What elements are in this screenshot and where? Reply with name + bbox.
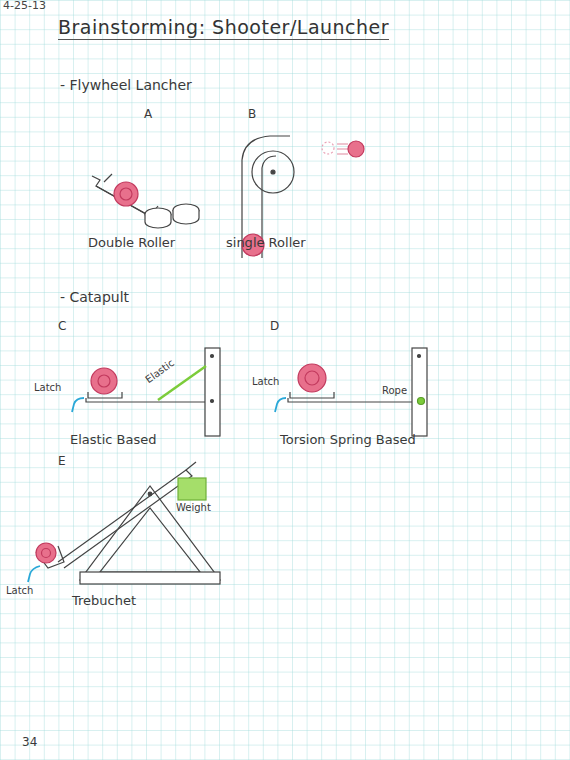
sketch-letter: B: [248, 108, 256, 122]
ball: [36, 543, 56, 563]
counterweight: [178, 478, 206, 500]
date: 4-25-13: [3, 0, 46, 13]
torsion-catapult-sketch: [275, 348, 427, 436]
throwing-arm: [58, 470, 192, 568]
roller: [173, 210, 199, 224]
pivot: [211, 355, 214, 358]
page-number: 34: [22, 736, 37, 750]
ball-trail: [322, 142, 334, 154]
part-label: Rope: [382, 385, 407, 397]
sketch-caption: Double Roller: [88, 236, 175, 251]
cup: [290, 392, 334, 398]
sketch-letter: A: [144, 108, 152, 122]
elastic-catapult-sketch: [72, 348, 220, 436]
ball: [114, 182, 138, 206]
ball-detail: [305, 371, 319, 385]
section-heading: - Flywheel Lancher: [60, 77, 192, 93]
double-roller-sketch: [92, 174, 199, 228]
part-label: Weight: [176, 502, 211, 514]
torsion-spring: [418, 398, 425, 405]
sketch-letter: E: [58, 455, 66, 469]
latch-hook: [28, 566, 40, 582]
ball-detail: [120, 188, 132, 200]
sketch-caption: single Roller: [226, 236, 306, 251]
part-label: Latch: [34, 382, 61, 394]
roller: [145, 214, 171, 228]
motion-lines: [337, 144, 348, 154]
sketch-caption: Trebuchet: [72, 594, 136, 609]
sketch-letter: D: [270, 320, 279, 334]
latch-hook: [72, 398, 84, 412]
frame-base: [80, 572, 220, 584]
pivot: [418, 355, 421, 358]
ball: [298, 364, 326, 392]
ball-detail: [98, 375, 110, 387]
axle: [271, 170, 275, 174]
latch-hook: [275, 398, 286, 412]
ball: [91, 368, 117, 394]
page-title: Brainstorming: Shooter/Launcher: [58, 16, 389, 40]
sketch-caption: Torsion Spring Based: [280, 433, 416, 448]
upright-post: [412, 348, 427, 436]
pivot: [148, 492, 152, 496]
ball-detail: [42, 549, 51, 558]
part-label: Latch: [6, 585, 33, 597]
frame-inner: [100, 508, 200, 572]
arm-tip: [186, 462, 196, 470]
part-label: Latch: [252, 376, 279, 388]
sketch-letter: C: [58, 320, 66, 334]
sketch-caption: Elastic Based: [70, 433, 156, 448]
pivot: [211, 400, 214, 403]
section-heading: - Catapult: [60, 289, 129, 305]
upright-post: [205, 348, 220, 436]
trebuchet-sketch: [28, 462, 220, 584]
ball: [348, 141, 364, 157]
flywheel: [252, 151, 294, 193]
